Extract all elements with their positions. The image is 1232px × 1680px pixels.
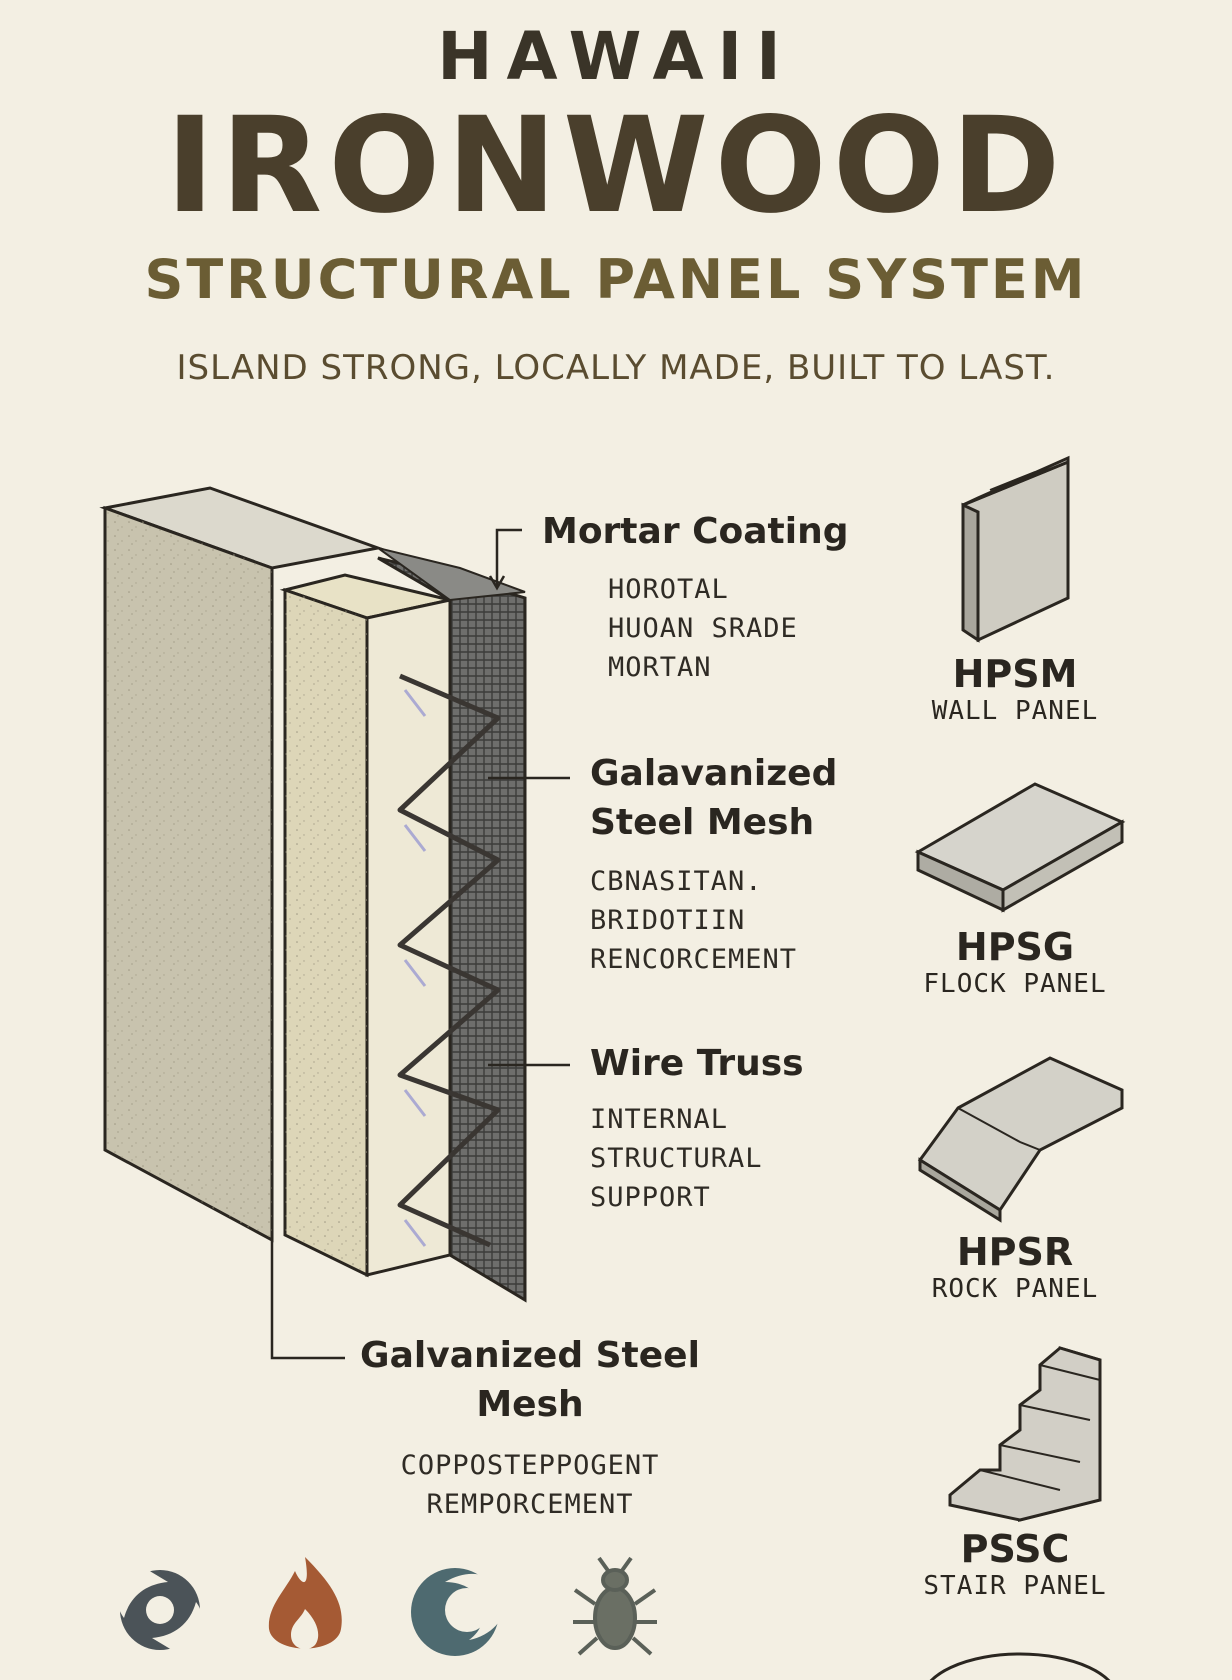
callout-bottom-mesh-title-line: Mesh bbox=[476, 1383, 584, 1425]
product-code: HPSR bbox=[956, 1230, 1074, 1274]
callout-mortar-line: MORTAN bbox=[608, 652, 712, 684]
callout-mesh-line: CBNASITAN. bbox=[590, 866, 763, 897]
product-name: STAIR PANEL bbox=[923, 1571, 1107, 1601]
leader-lines bbox=[270, 528, 570, 1360]
roof-panel-illustration bbox=[917, 1056, 1124, 1223]
callout-bottom-mesh-line: REMPORCEMENT bbox=[426, 1489, 634, 1521]
product-name: ROCK PANEL bbox=[931, 1274, 1099, 1304]
pre-title: HAWAII bbox=[437, 18, 795, 95]
callout-truss-desc: INTERNAL STRUCTURAL SUPPORT bbox=[590, 1100, 763, 1217]
steel-mesh-layer bbox=[377, 547, 527, 1303]
callout-bottom-mesh-desc: COPPOSTEPPOGENT REMPORCEMENT bbox=[330, 1446, 730, 1524]
callout-mortar-title: Mortar Coating bbox=[542, 511, 849, 552]
callout-mesh-title-line: Steel Mesh bbox=[590, 801, 815, 843]
termite-icon bbox=[573, 1556, 657, 1656]
wall-panel-illustration bbox=[961, 455, 1070, 643]
main-title: IRONWOOD bbox=[165, 89, 1067, 243]
corner-badge bbox=[929, 1652, 1111, 1680]
callout-truss-line: SUPPORT bbox=[590, 1182, 711, 1214]
fire-icon bbox=[268, 1557, 342, 1650]
product-code: HPSG bbox=[955, 925, 1075, 969]
floor-panel-illustration bbox=[914, 782, 1126, 913]
tagline: ISLAND STRONG, LOCALLY MADE, BUILT TO LA… bbox=[176, 348, 1056, 388]
product-floor-panel: HPSG FLOCK PANEL bbox=[880, 925, 1150, 999]
callout-truss-line: STRUCTURAL bbox=[590, 1143, 763, 1175]
callout-bottom-mesh-title: Galvanized Steel Mesh bbox=[330, 1332, 730, 1429]
hurricane-icon bbox=[117, 1570, 203, 1650]
product-name: WALL PANEL bbox=[931, 696, 1099, 726]
wire-truss bbox=[397, 673, 501, 1248]
callout-mesh-desc: CBNASITAN. BRIDOTIIN RENCORCEMENT bbox=[590, 862, 797, 979]
callout-mesh-title: Galavanized Steel Mesh bbox=[590, 750, 837, 847]
product-code: HPSM bbox=[952, 652, 1078, 696]
product-roof-panel: HPSR ROCK PANEL bbox=[880, 1230, 1150, 1304]
outer-wall-block bbox=[99, 486, 384, 1243]
callout-mesh-line: RENCORCEMENT bbox=[590, 944, 798, 976]
product-code: PSSC bbox=[960, 1527, 1070, 1571]
callout-bottom-mesh-title-line: Galvanized Steel bbox=[360, 1335, 700, 1376]
stair-panel-illustration bbox=[948, 1346, 1102, 1523]
callout-mortar-desc: HOROTAL HUOAN SRADE MORTAN bbox=[608, 570, 798, 687]
product-name: FLOCK PANEL bbox=[923, 969, 1107, 999]
callout-bottom-mesh-line: COPPOSTEPPOGENT bbox=[400, 1450, 660, 1481]
wave-icon bbox=[411, 1568, 506, 1656]
callout-truss-line: INTERNAL bbox=[590, 1104, 729, 1135]
callout-truss-title: Wire Truss bbox=[590, 1043, 804, 1084]
callout-mortar-line: HUOAN SRADE bbox=[608, 613, 798, 645]
callout-mesh-line: BRIDOTIIN bbox=[590, 905, 746, 937]
callout-mesh-title-line: Galavanized bbox=[590, 753, 838, 794]
product-wall-panel: HPSM WALL PANEL bbox=[880, 652, 1150, 726]
subtitle: STRUCTURAL PANEL SYSTEM bbox=[144, 248, 1088, 311]
callout-mortar-line: HOROTAL bbox=[608, 574, 729, 605]
product-stair-panel: PSSC STAIR PANEL bbox=[880, 1527, 1150, 1601]
